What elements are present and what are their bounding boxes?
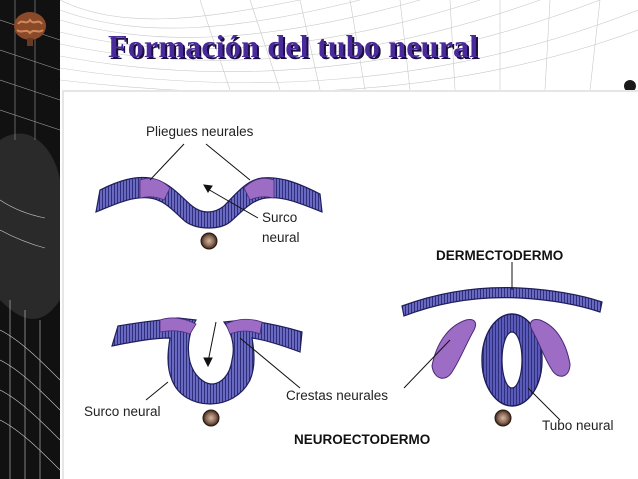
stage-2-neural-groove <box>111 317 303 427</box>
label-surco-neural-bottom: Surco neural <box>84 404 161 419</box>
label-surco-neural-top-line2: neural <box>262 230 300 245</box>
neural-crest-right-1 <box>243 178 275 201</box>
label-neuroectodermo: NEUROECTODERMO <box>294 432 431 447</box>
neural-tube-lumen <box>501 331 523 389</box>
neural-crest-left-3 <box>431 319 477 379</box>
dermectoderm-layer <box>401 287 603 317</box>
corner-dot <box>624 80 636 92</box>
content-panel <box>62 90 638 479</box>
neural-groove <box>111 317 303 405</box>
slide-title: Formación del tubo neural <box>108 28 479 64</box>
neural-crest-left-2 <box>159 317 197 335</box>
pointer-lines <box>145 143 561 421</box>
neural-crest-right-2 <box>225 318 263 335</box>
notochord-icon-3 <box>494 409 512 427</box>
label-surco-neural-top-line1: Surco <box>262 210 298 225</box>
neural-crest-left-1 <box>139 178 171 201</box>
stage-3-neural-tube <box>401 287 603 427</box>
label-pliegues-neurales: Pliegues neurales <box>146 124 254 139</box>
label-tubo-neural: Tubo neural <box>542 418 614 433</box>
brain-logo-icon <box>14 12 46 46</box>
notochord-icon-1 <box>200 232 218 250</box>
notochord-icon-2 <box>202 409 220 427</box>
stage-1-neural-plate <box>95 176 323 250</box>
label-crestas-neurales: Crestas neurales <box>286 388 389 403</box>
neural-crest-right-3 <box>529 319 571 377</box>
label-dermectodermo: DERMECTODERMO <box>436 248 564 263</box>
